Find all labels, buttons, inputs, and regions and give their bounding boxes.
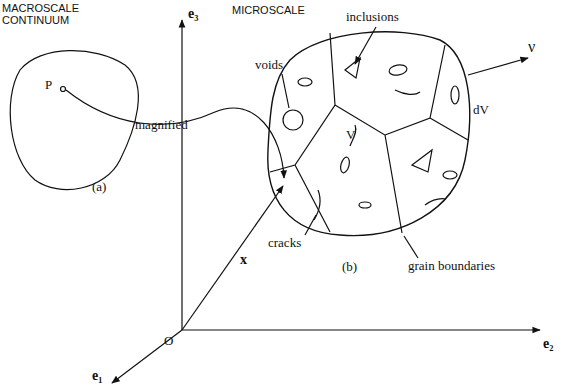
figure-tag: (b) xyxy=(342,260,357,274)
part-label: voids xyxy=(255,58,283,72)
element-label: dV xyxy=(473,103,489,117)
axis-label: e₂ xyxy=(543,336,553,351)
part-label: grain boundaries xyxy=(408,259,495,273)
heading: MACROSCALE CONTINUUM xyxy=(2,2,90,26)
part-label: cracks xyxy=(268,236,301,250)
origin-label: O xyxy=(164,334,173,348)
axis-label: e₃ xyxy=(188,6,198,21)
region-label: V xyxy=(346,128,355,142)
figure-tag: (a) xyxy=(92,180,106,194)
vector-label: ν xyxy=(528,38,535,56)
heading: MICROSCALE xyxy=(232,4,305,16)
part-label: inclusions xyxy=(346,10,399,24)
point-label: P xyxy=(45,78,52,92)
curve-label: magnified xyxy=(135,118,188,132)
axis-label: e₁ xyxy=(92,368,102,383)
vector-label: x xyxy=(240,252,247,267)
